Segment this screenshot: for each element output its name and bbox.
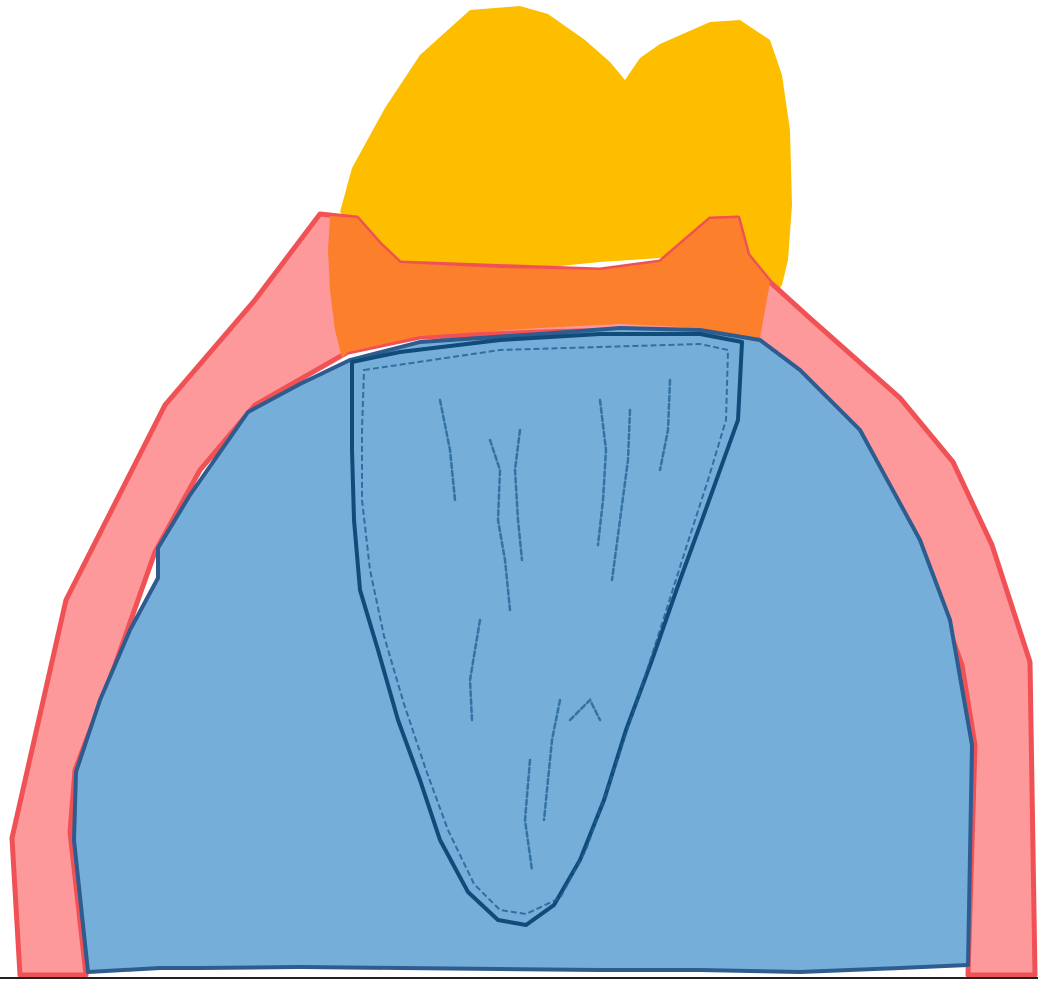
- diagram-canvas: [0, 0, 1038, 981]
